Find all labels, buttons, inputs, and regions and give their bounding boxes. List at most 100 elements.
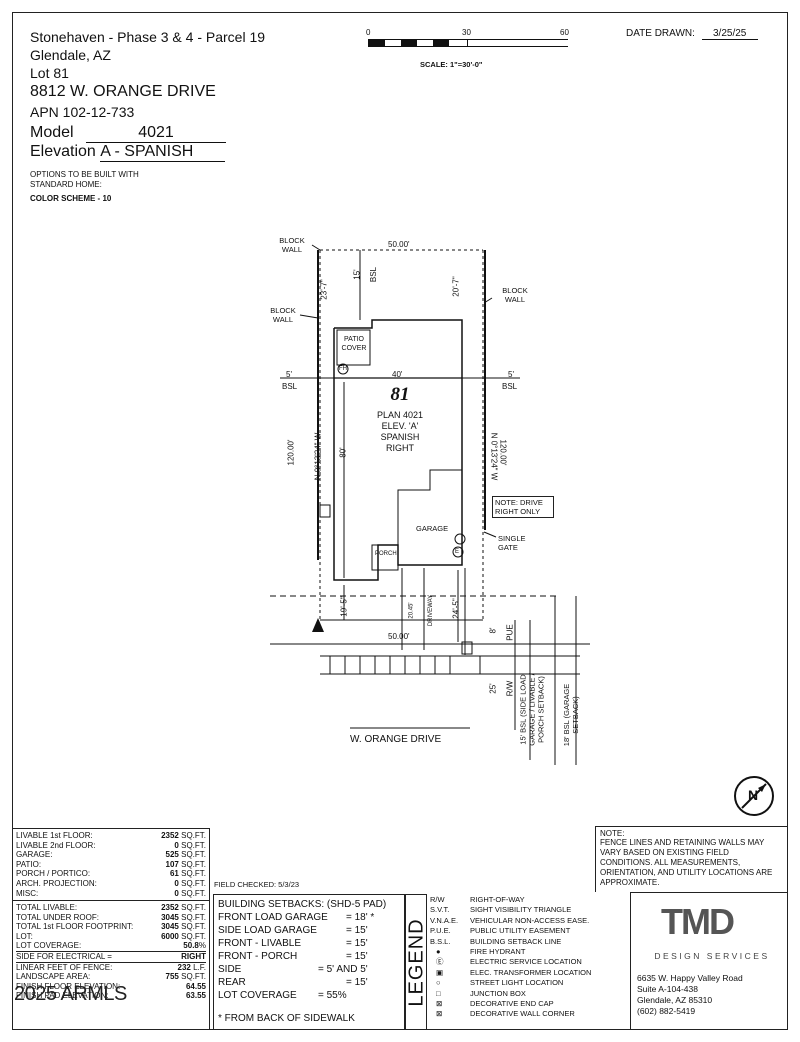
setback-row-6: LOT COVERAGE= 55%	[218, 990, 347, 1001]
lot-width-top: 50.00'	[388, 240, 410, 249]
legend-item-7: ▣ELEC. TRANSFORMER LOCATION	[430, 968, 630, 978]
total-row-5: SIDE FOR ELECTRICAL =RIGHT	[16, 951, 206, 963]
block-wall-label-right: BLOCK WALL	[502, 286, 528, 304]
scale-tick-30: 30	[462, 28, 471, 37]
scale-label: SCALE: 1"=30'-0"	[420, 60, 483, 69]
transformer-symbol	[312, 618, 324, 632]
legend-item-3: P.U.E.PUBLIC UTILITY EASEMENT	[430, 926, 571, 936]
total-row-2: TOTAL 1st FLOOR FOOTPRINT:3045 SQ.FT.	[16, 922, 206, 932]
legend-item-11: ⊠DECORATIVE WALL CORNER	[430, 1009, 630, 1019]
area-row-4: PORCH / PORTICO:61 SQ.FT.	[16, 869, 206, 879]
model-label: Model	[30, 124, 74, 141]
legend-item-1: S.V.T.SIGHT VISIBILITY TRIANGLE	[430, 905, 572, 915]
lot-width-bottom: 50.00'	[388, 632, 410, 641]
legend-item-2: V.N.A.E.VEHICULAR NON-ACCESS EASE.	[430, 915, 590, 925]
patio-cover-label: PATIO COVER	[341, 336, 367, 352]
date-value: 3/25/25	[701, 28, 758, 40]
legend-title-box: LEGEND	[405, 894, 428, 1030]
company-name: DESIGN SERVICES	[654, 951, 770, 961]
date-drawn: DATE DRAWN: 3/25/25	[626, 28, 758, 40]
plan-label: PLAN 4021 ELEV. 'A' SPANISH RIGHT	[360, 410, 440, 454]
total-row-1: TOTAL UNDER ROOF:3045 SQ.FT.	[16, 912, 206, 922]
date-label: DATE DRAWN:	[626, 28, 695, 39]
totals-table: TOTAL LIVABLE:2352 SQ.FT. TOTAL UNDER RO…	[13, 900, 210, 1030]
setbacks-box: BUILDING SETBACKS: (SHD-5 PAD) FRONT LOA…	[213, 894, 405, 1030]
company-logo: TMD	[661, 901, 735, 942]
color-scheme: COLOR SCHEME - 10	[30, 194, 112, 203]
apn: APN 102-12-733	[30, 104, 135, 120]
block-wall-label-top: BLOCK WALL	[279, 236, 305, 254]
front-left-dim-label: 19'-5"	[339, 596, 349, 617]
rear-bsl-dim: 15'	[352, 269, 362, 280]
plan-style: SPANISH	[380, 432, 420, 442]
note-drive: NOTE: DRIVE RIGHT ONLY	[492, 496, 554, 518]
total-row-4: LOT COVERAGE:50.8%	[16, 941, 206, 952]
block-wall-label-left: BLOCK WALL	[270, 306, 296, 324]
single-gate-label: SINGLE GATE	[498, 534, 526, 552]
wall-corner-icon: ⊠	[436, 1009, 443, 1019]
porch-label: PORCH	[375, 551, 397, 557]
sidewalk-hatch	[329, 656, 481, 674]
total-row-6: LINEAR FEET OF FENCE:232 L.F.	[16, 962, 206, 972]
end-cap-icon: ⊠	[436, 999, 443, 1009]
side-left-bsl: BSL	[282, 382, 298, 391]
total-row-7: LANDSCAPE AREA:755 SQ.FT.	[16, 972, 206, 982]
right-bearing: N 0°13'24" W	[489, 432, 499, 481]
north-arrow-icon: N	[734, 776, 774, 816]
area-row-3: PATIO:107 SQ.FT.	[16, 859, 206, 869]
elevation-value: A - SPANISH	[100, 143, 226, 162]
area-row-5: ARCH. PROJECTION:0 SQ.FT.	[16, 878, 206, 888]
note-text: FENCE LINES AND RETAINING WALLS MAY VARY…	[600, 838, 773, 887]
legend-item-9: □JUNCTION BOX	[430, 989, 630, 999]
garage-label: GARAGE	[416, 524, 449, 533]
model-row: Model 4021	[30, 124, 227, 143]
driveway-label: DRIVEWAY	[428, 594, 435, 627]
legend-item-4: B.S.L.BUILDING SETBACK LINE	[430, 936, 562, 946]
rear-right-dim: 20'-7"	[451, 276, 461, 297]
elec-label: E	[455, 549, 460, 555]
rw-dim: 25'	[488, 683, 498, 694]
address: 8812 W. ORANGE DRIVE	[30, 83, 216, 100]
total-row-9: FINISH PAD ELEVATION:63.55	[16, 991, 206, 1001]
legend-item-5: ●FIRE HYDRANT	[430, 947, 630, 957]
electric-service-symbol	[452, 546, 464, 558]
area-row-1: LIVABLE 2nd FLOOR:0 SQ.FT.	[16, 840, 206, 850]
total-row-8: FINISH FLOOR ELEVATION:64.55	[16, 981, 206, 991]
north-label: N	[748, 787, 759, 803]
patio-cover-outline	[336, 329, 371, 366]
legend-item-10: ⊠DECORATIVE END CAP	[430, 999, 630, 1009]
plan-elevation: ELEV. 'A'	[381, 421, 419, 431]
pue-label: PUE	[505, 624, 515, 641]
rear-bsl-label: BSL	[369, 266, 379, 283]
area-table: LIVABLE 1st FLOOR:2352 SQ.FT. LIVABLE 2n…	[13, 828, 210, 900]
side-load-bsl-label: 15' BSL (SIDE LOAD GARAGE / LIVABLE / PO…	[518, 673, 546, 746]
company-address-2: Suite A-104-438	[637, 984, 698, 994]
setbacks-title: BUILDING SETBACKS: (SHD-5 PAD)	[218, 899, 387, 910]
total-row-3: LOT:6000 SQ.FT.	[16, 931, 206, 941]
house-width-dim: 40'	[392, 370, 403, 379]
garage-bsl-label: 18' BSL (GARAGE SETBACK)	[562, 683, 580, 747]
drive-width-label: 20.45'	[408, 602, 415, 619]
city: Glendale, AZ	[30, 47, 111, 63]
scale-tick-60: 60	[560, 28, 569, 37]
area-row-2: GARAGE:525 SQ.FT.	[16, 850, 206, 860]
elevation-row: Elevation A - SPANISH	[30, 143, 226, 162]
junction-box-icon: □	[436, 988, 441, 998]
company-block: TMD DESIGN SERVICES 6635 W. Happy Valley…	[630, 892, 788, 1030]
options-note: OPTIONS TO BE BUILT WITH STANDARD HOME:	[30, 170, 139, 189]
model-value: 4021	[86, 124, 227, 143]
company-address-3: Glendale, AZ 85310	[637, 995, 713, 1005]
setback-row-3: FRONT - PORCH= 15'	[218, 951, 368, 962]
rw-label: R/W	[505, 680, 515, 697]
plan-name: PLAN 4021	[376, 410, 424, 420]
hydrant-symbol	[337, 363, 349, 375]
setback-row-1: SIDE LOAD GARAGE= 15'	[218, 925, 368, 936]
pue-dim: 8'	[488, 627, 498, 634]
plan-hand: RIGHT	[386, 443, 414, 453]
porch-outline	[371, 544, 399, 571]
side-right-bsl: BSL	[502, 382, 518, 391]
company-phone: (602) 882-5419	[637, 1006, 696, 1016]
scale-bar	[368, 39, 568, 47]
